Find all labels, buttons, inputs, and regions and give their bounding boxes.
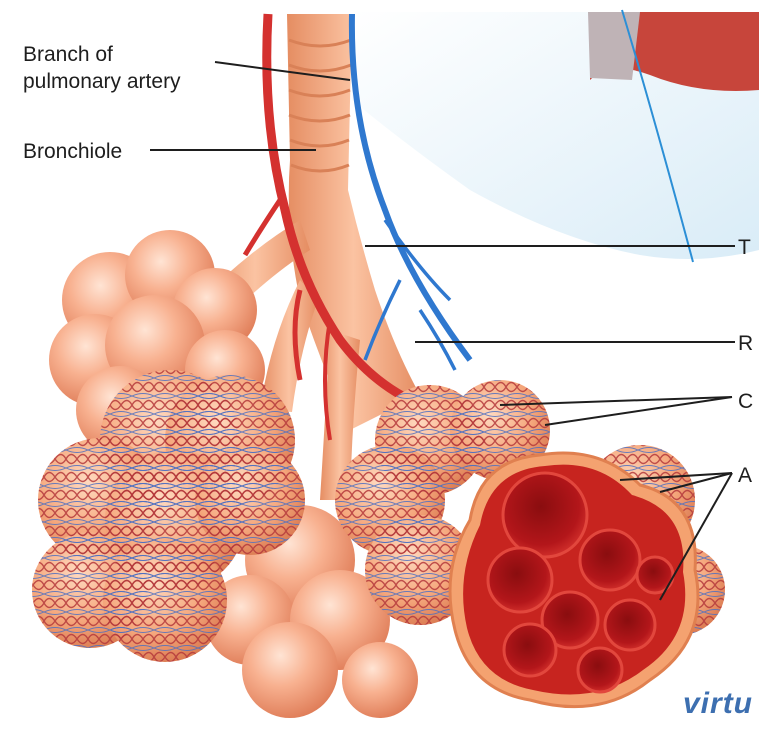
label-bronchiole: Bronchiole bbox=[23, 138, 122, 165]
label-branch-of-pulmonary-artery: Branch of pulmonary artery bbox=[23, 41, 181, 95]
label-alveoli-cropped: A bbox=[738, 462, 752, 489]
label-capillaries-cropped: C bbox=[738, 388, 753, 415]
label-branch-line2: pulmonary artery bbox=[23, 68, 181, 95]
label-branch-line1: Branch of bbox=[23, 41, 181, 68]
label-respiratory-cropped: R bbox=[738, 330, 753, 357]
watermark-logo: virtu bbox=[683, 690, 753, 717]
label-terminal-cropped: T bbox=[738, 234, 751, 261]
